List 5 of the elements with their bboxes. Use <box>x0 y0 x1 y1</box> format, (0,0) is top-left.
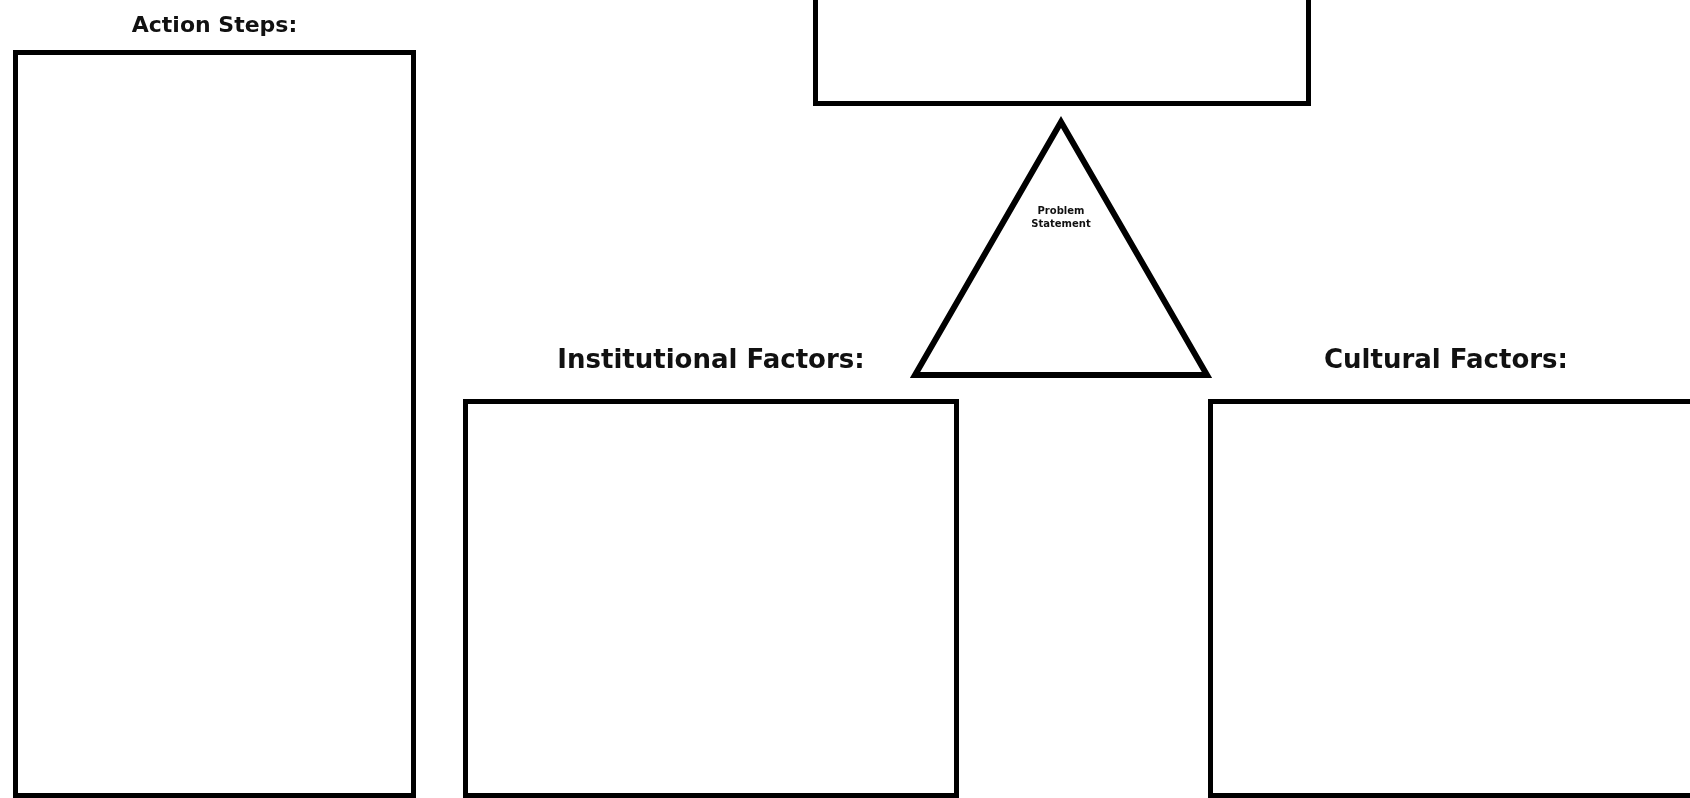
triangle-label: Problem Statement <box>1030 204 1092 230</box>
heading: Institutional Factors: <box>557 344 865 374</box>
heading: Cultural Factors: <box>1324 344 1568 374</box>
heading: Action Steps: <box>131 12 298 37</box>
answer-box <box>813 0 1311 106</box>
